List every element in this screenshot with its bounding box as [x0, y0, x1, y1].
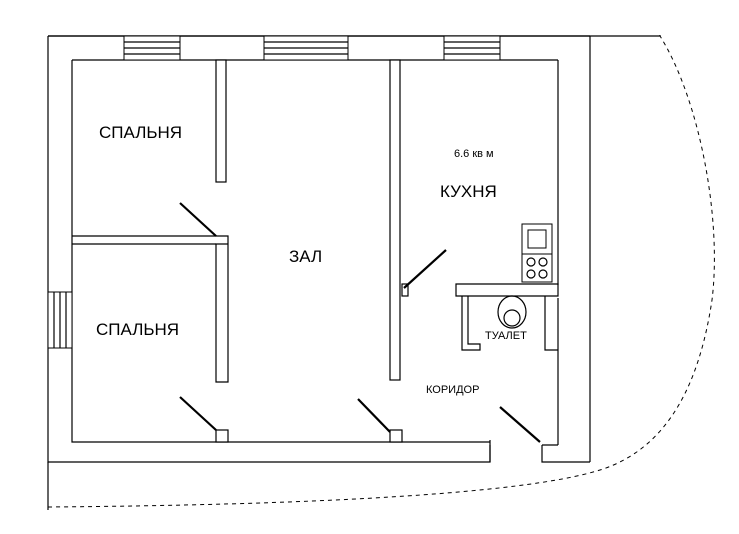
fridge-icon — [521, 223, 553, 255]
outer-walls — [47, 35, 661, 510]
label-corridor: КОРИДОР — [426, 384, 479, 396]
label-toilet: ТУАЛЕТ — [485, 330, 527, 342]
door-bedroom-bottom — [179, 396, 217, 431]
interior-walls — [72, 59, 559, 443]
stove-icon — [521, 253, 553, 283]
yard-boundary — [47, 35, 715, 508]
door-hall — [357, 398, 391, 433]
window-top-left — [123, 35, 181, 61]
door-kitchen — [403, 249, 447, 289]
doors — [179, 202, 541, 443]
toilet-icon — [497, 295, 527, 329]
window-left — [47, 291, 73, 349]
label-hall: ЗАЛ — [289, 247, 322, 266]
door-entrance — [499, 406, 541, 443]
window-top-middle — [263, 35, 349, 61]
label-kitchen-area: 6.6 кв м — [454, 148, 494, 160]
door-bedroom-top — [179, 202, 217, 237]
window-top-right — [443, 35, 501, 61]
label-bedroom-bottom: СПАЛЬНЯ — [96, 320, 179, 339]
label-kitchen: КУХНЯ — [440, 182, 497, 201]
label-bedroom-top: СПАЛЬНЯ — [99, 123, 182, 142]
